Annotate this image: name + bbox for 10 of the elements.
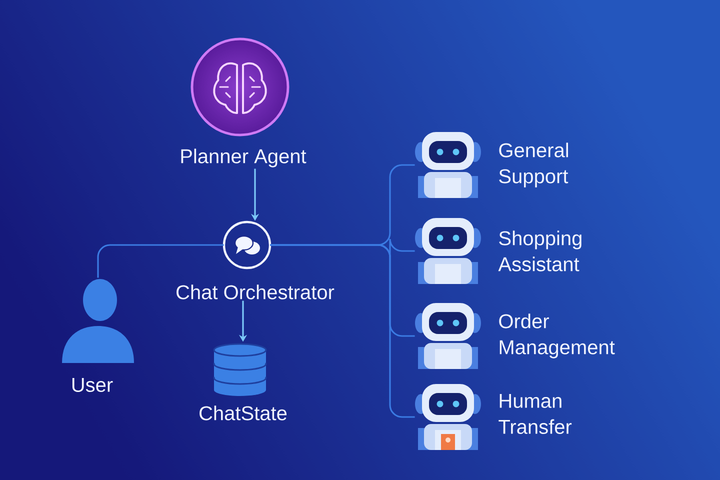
node-label: General Support — [499, 142, 568, 188]
connector-line — [270, 244, 415, 418]
node-label: ChatState — [200, 406, 287, 420]
connector-line — [97, 244, 224, 278]
node-label: Shopping Assistant — [498, 230, 582, 272]
node-label: Planner Agent — [181, 148, 306, 168]
node-label: Chat Orchestrator — [176, 284, 334, 300]
node-label: User — [72, 378, 113, 392]
node-label: Human Transfer — [498, 394, 572, 434]
node-label: Order Management — [499, 314, 615, 358]
